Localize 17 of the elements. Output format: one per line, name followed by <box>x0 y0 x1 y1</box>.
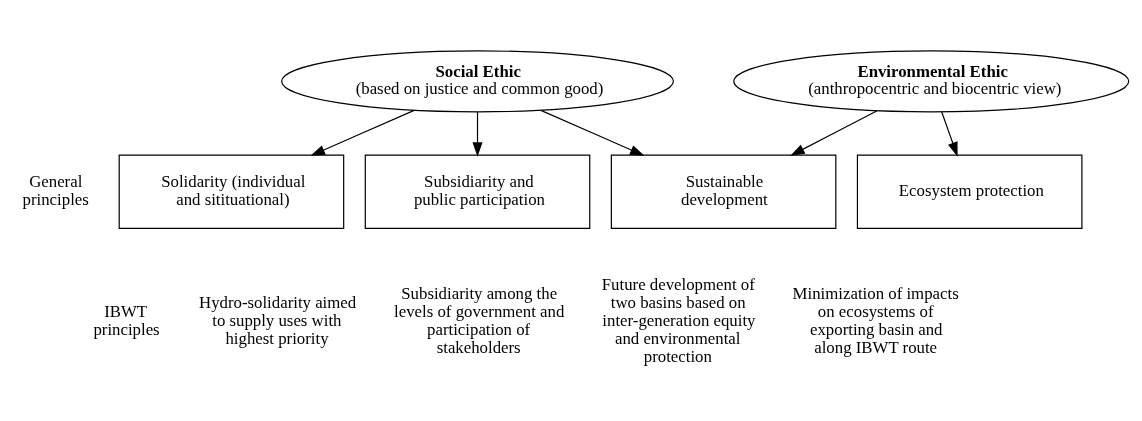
arrow <box>941 110 958 157</box>
node-box: Ecosystem protection <box>856 154 1083 229</box>
node-box: Subsidiarity and public participation <box>364 154 591 229</box>
label: IBWT principles <box>93 301 160 339</box>
label: Hydro-solidarity aimed to supply uses with highest priority <box>199 292 357 348</box>
node-ellipse: Environmental Ethic (anthropocentric and biocentric view) <box>733 49 1130 112</box>
label: Subsidiarity among the levels of government and participation of stakeholders <box>394 283 565 357</box>
label: General principles <box>22 171 89 209</box>
arrow <box>790 109 878 156</box>
label: Future development of two basins based on inter-generation equity and environmental protection <box>601 274 756 366</box>
arrow <box>310 109 415 156</box>
arrow <box>472 110 483 157</box>
node-box: Solidarity (individual and sitituational) <box>118 154 345 229</box>
node-ellipse: Social Ethic (based on justice and common good) <box>281 49 674 112</box>
node-box: Sustainable development <box>610 154 837 229</box>
arrow <box>540 109 645 156</box>
label: Minimization of impacts on ecosystems of exporting basin and along IBWT route <box>792 283 959 357</box>
